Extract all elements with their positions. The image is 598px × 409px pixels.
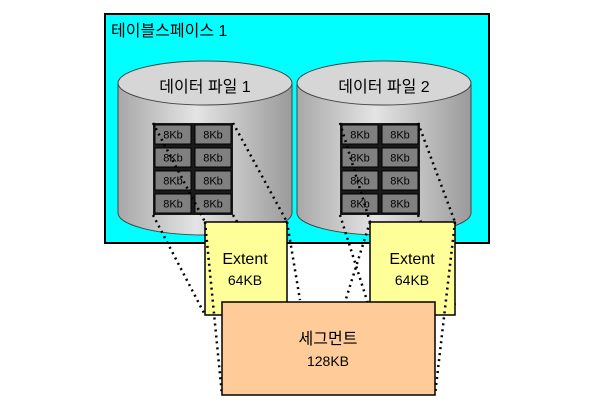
data-block-label: 8Kb [203, 153, 223, 165]
datafile-1-top [117, 60, 293, 106]
data-block [154, 124, 192, 145]
data-block [341, 170, 379, 191]
data-block-label: 8Kb [203, 199, 223, 211]
data-block [341, 147, 379, 168]
data-block-label: 8Kb [203, 130, 223, 142]
extent-2-size: 64KB [395, 272, 429, 288]
datafile-2-block-grid: 8Kb 8Kb 8Kb 8Kb 8Kb 8Kb 8Kb 8Kb [340, 123, 420, 215]
segment-box [221, 301, 436, 396]
data-block-label: 8Kb [350, 199, 370, 211]
data-block-label: 8Kb [203, 176, 223, 188]
data-block [194, 170, 232, 191]
tablespace-label: 테이블스페이스 1 [111, 22, 227, 40]
datafile-2-label: 데이터 파일 2 [338, 78, 429, 96]
datafile-1: 데이터 파일 1 8Kb 8Kb 8Kb 8Kb 8Kb 8Kb 8Kb 8Kb [117, 60, 293, 236]
extent-1-box [204, 221, 288, 316]
data-block-label: 8Kb [390, 153, 410, 165]
data-block [154, 147, 192, 168]
data-block [341, 124, 379, 145]
datafile-1-label: 데이터 파일 1 [159, 78, 250, 96]
data-block [154, 193, 192, 214]
datafile-2-top [296, 60, 472, 106]
data-block-label: 8Kb [350, 130, 370, 142]
data-block [381, 193, 419, 214]
data-block-label: 8Kb [163, 153, 183, 165]
segment-name: 세그먼트 [299, 330, 358, 348]
data-block [194, 124, 232, 145]
data-block-label: 8Kb [350, 176, 370, 188]
data-block-label: 8Kb [390, 130, 410, 142]
datafile-1-block-grid: 8Kb 8Kb 8Kb 8Kb 8Kb 8Kb 8Kb 8Kb [153, 123, 233, 215]
segment: 세그먼트 128KB [221, 301, 436, 396]
data-block-label: 8Kb [163, 130, 183, 142]
extent-1: Extent 64KB [204, 221, 288, 316]
extent-segment-connectors [203, 221, 457, 396]
segment-size: 128KB [307, 353, 349, 369]
extent-2-name: Extent [389, 251, 435, 268]
data-block [381, 170, 419, 191]
extent-1-size: 64KB [228, 272, 262, 288]
data-block [341, 193, 379, 214]
data-block [381, 147, 419, 168]
extent-2-box [369, 221, 456, 316]
data-block-label: 8Kb [390, 199, 410, 211]
extent-2: Extent 64KB [369, 221, 456, 316]
data-block-label: 8Kb [390, 176, 410, 188]
data-block [381, 124, 419, 145]
data-block-label: 8Kb [163, 199, 183, 211]
extent-1-name: Extent [222, 251, 268, 268]
datafile-2: 데이터 파일 2 8Kb 8Kb 8Kb 8Kb 8Kb 8Kb 8Kb 8Kb [296, 60, 472, 236]
data-block-label: 8Kb [350, 153, 370, 165]
data-block-label: 8Kb [163, 176, 183, 188]
data-block [194, 147, 232, 168]
